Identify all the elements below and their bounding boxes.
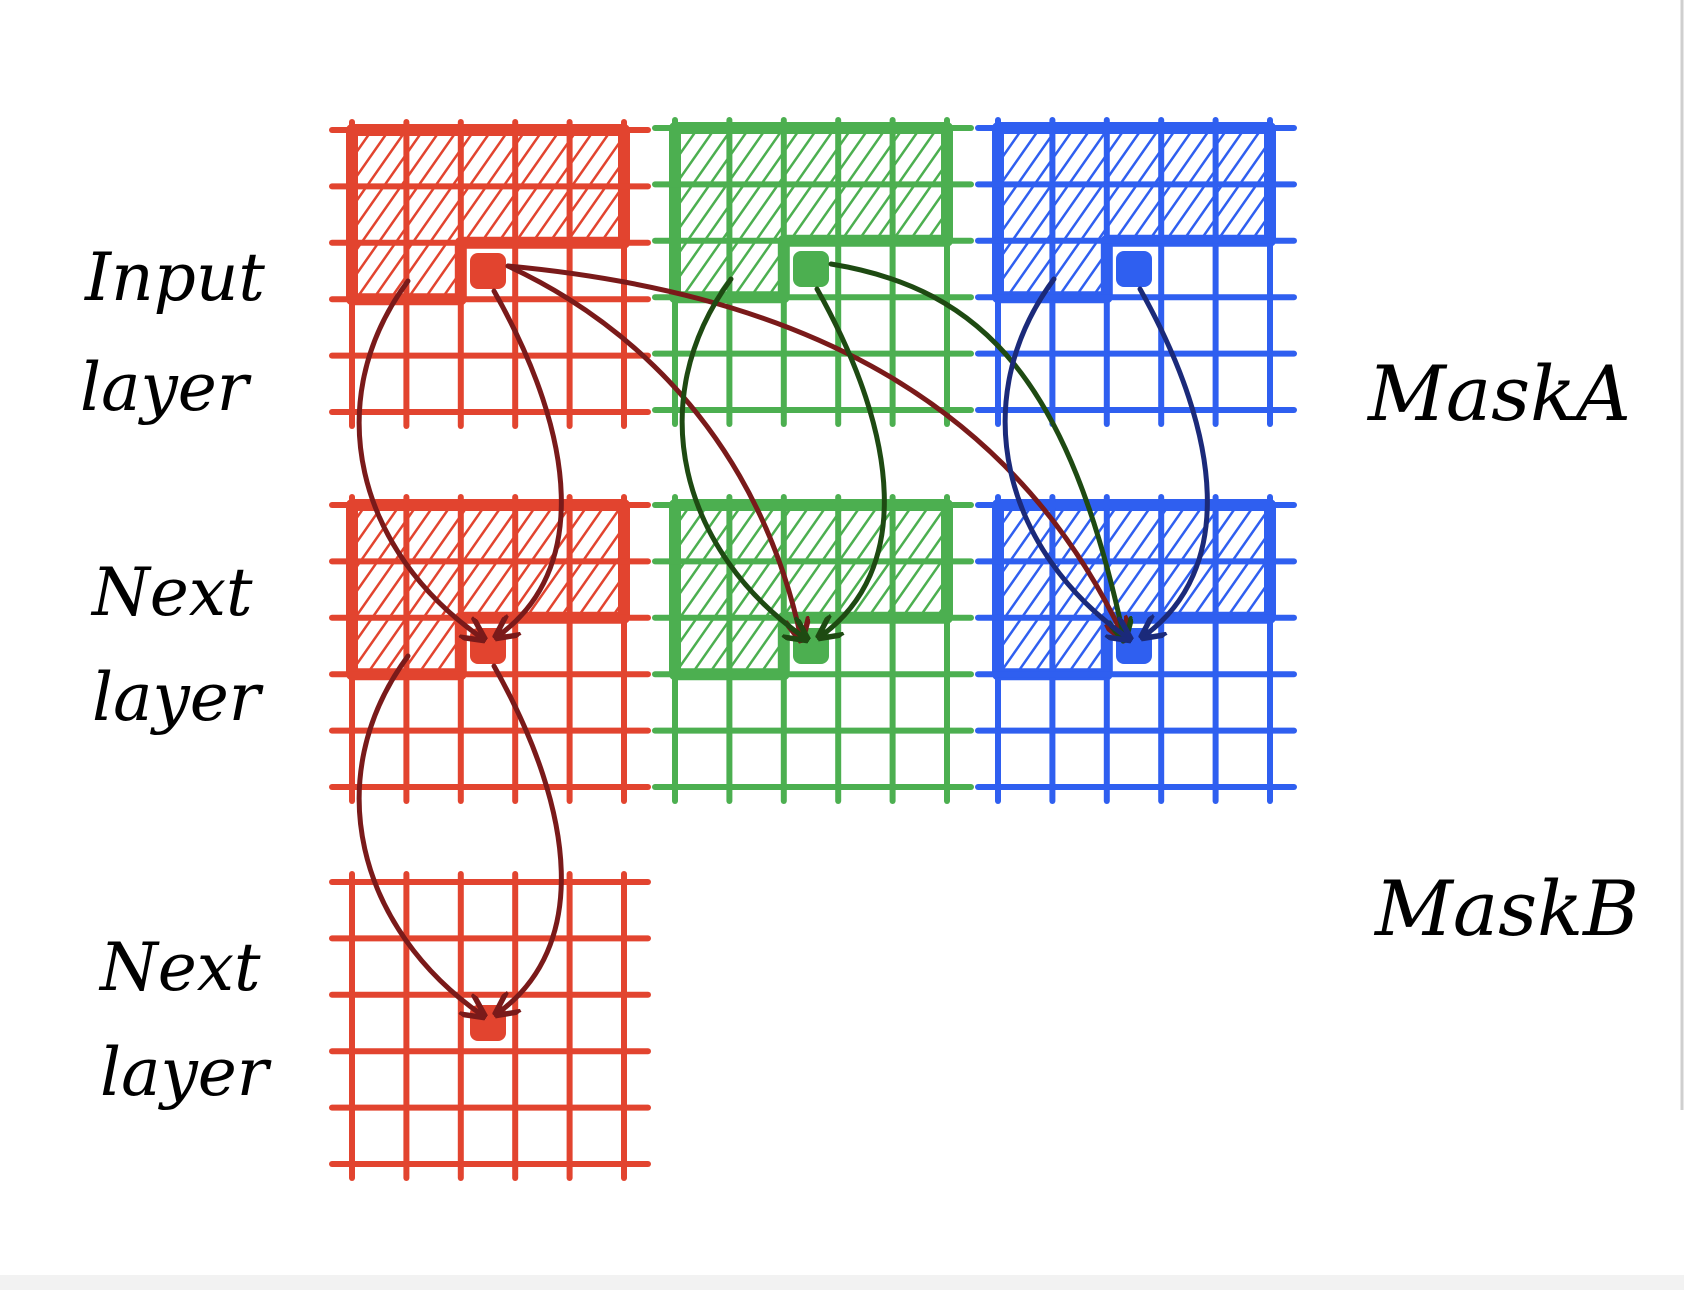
connection-arrow <box>505 263 1124 638</box>
connection-arrow <box>679 276 805 638</box>
label-mask-b: MaskB <box>1373 864 1639 953</box>
current-pixel <box>470 253 506 289</box>
grid-input-blue <box>975 117 1297 427</box>
label-row3: Next layer <box>98 929 272 1111</box>
grid-input-green <box>652 117 974 427</box>
connection-arrow <box>1002 276 1128 638</box>
connection-arrow <box>356 653 482 1015</box>
connection-arrow <box>356 278 482 638</box>
connection-arrow <box>494 288 564 636</box>
label-row2: Next layer <box>90 554 264 736</box>
connection-arrow <box>1140 286 1210 636</box>
connection-arrow <box>817 286 887 636</box>
connection-arrow <box>505 263 801 638</box>
connection-arrow <box>494 663 564 1013</box>
label-row2-line1: Next <box>90 554 253 631</box>
grid-next-green <box>652 494 974 804</box>
grids-layer <box>329 117 1297 1181</box>
label-row1-line1: Input <box>84 239 265 316</box>
label-row2-line2: layer <box>92 659 264 736</box>
label-mask-a: MaskA <box>1366 349 1631 438</box>
label-row1-line2: layer <box>80 349 252 426</box>
grid-next-red <box>329 494 651 804</box>
label-row3-line2: layer <box>100 1034 272 1111</box>
current-pixel <box>793 251 829 287</box>
arrows-layer <box>356 261 1210 1015</box>
grid-input-red <box>329 119 651 429</box>
current-pixel <box>1116 251 1152 287</box>
grid-next-blue <box>975 494 1297 804</box>
label-row1: Input layer <box>80 239 265 426</box>
bottom-edge-band <box>0 1275 1684 1290</box>
label-row3-line1: Next <box>98 929 261 1006</box>
grid-next2-red <box>329 871 651 1181</box>
